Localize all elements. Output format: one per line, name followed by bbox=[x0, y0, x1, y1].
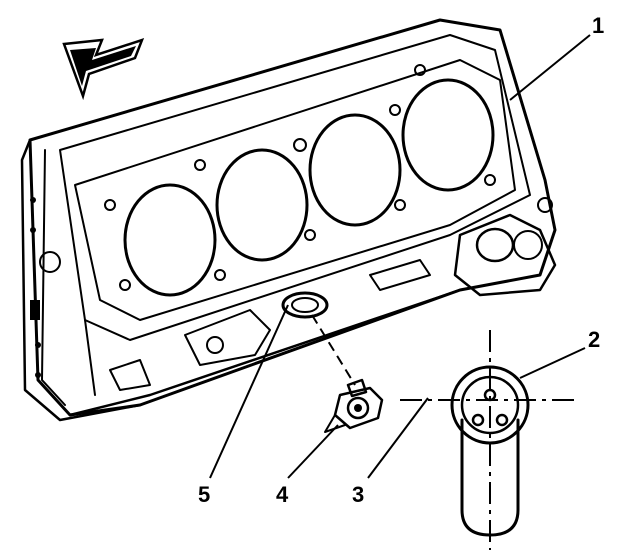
leader-3 bbox=[367, 397, 429, 479]
callout-5: 5 bbox=[198, 482, 210, 507]
leader-1 bbox=[509, 34, 591, 101]
front-direction-arrow bbox=[62, 37, 145, 101]
head-gasket bbox=[74, 59, 516, 321]
leader-4 bbox=[287, 424, 339, 479]
oil-filter-adapter bbox=[453, 197, 557, 297]
engine-block bbox=[20, 18, 557, 422]
callout-4: 4 bbox=[276, 482, 289, 507]
leader-2 bbox=[519, 347, 586, 379]
callout-2: 2 bbox=[588, 327, 600, 352]
leader-5 bbox=[209, 304, 289, 479]
oil-pressure-sensor bbox=[324, 378, 384, 433]
leader-lines bbox=[209, 34, 591, 479]
install-centerline bbox=[311, 314, 356, 386]
callout-3: 3 bbox=[352, 482, 364, 507]
detail-centerlines bbox=[400, 330, 580, 550]
sensor-bore bbox=[281, 291, 329, 319]
cylinder-bore-4 bbox=[401, 78, 495, 192]
cylinder-bore-1 bbox=[123, 183, 217, 297]
callout-1: 1 bbox=[592, 13, 604, 38]
cylinder-bore-2 bbox=[215, 148, 309, 262]
sensor-mounting-area bbox=[109, 259, 431, 391]
cylinder-bore-3 bbox=[308, 113, 402, 227]
